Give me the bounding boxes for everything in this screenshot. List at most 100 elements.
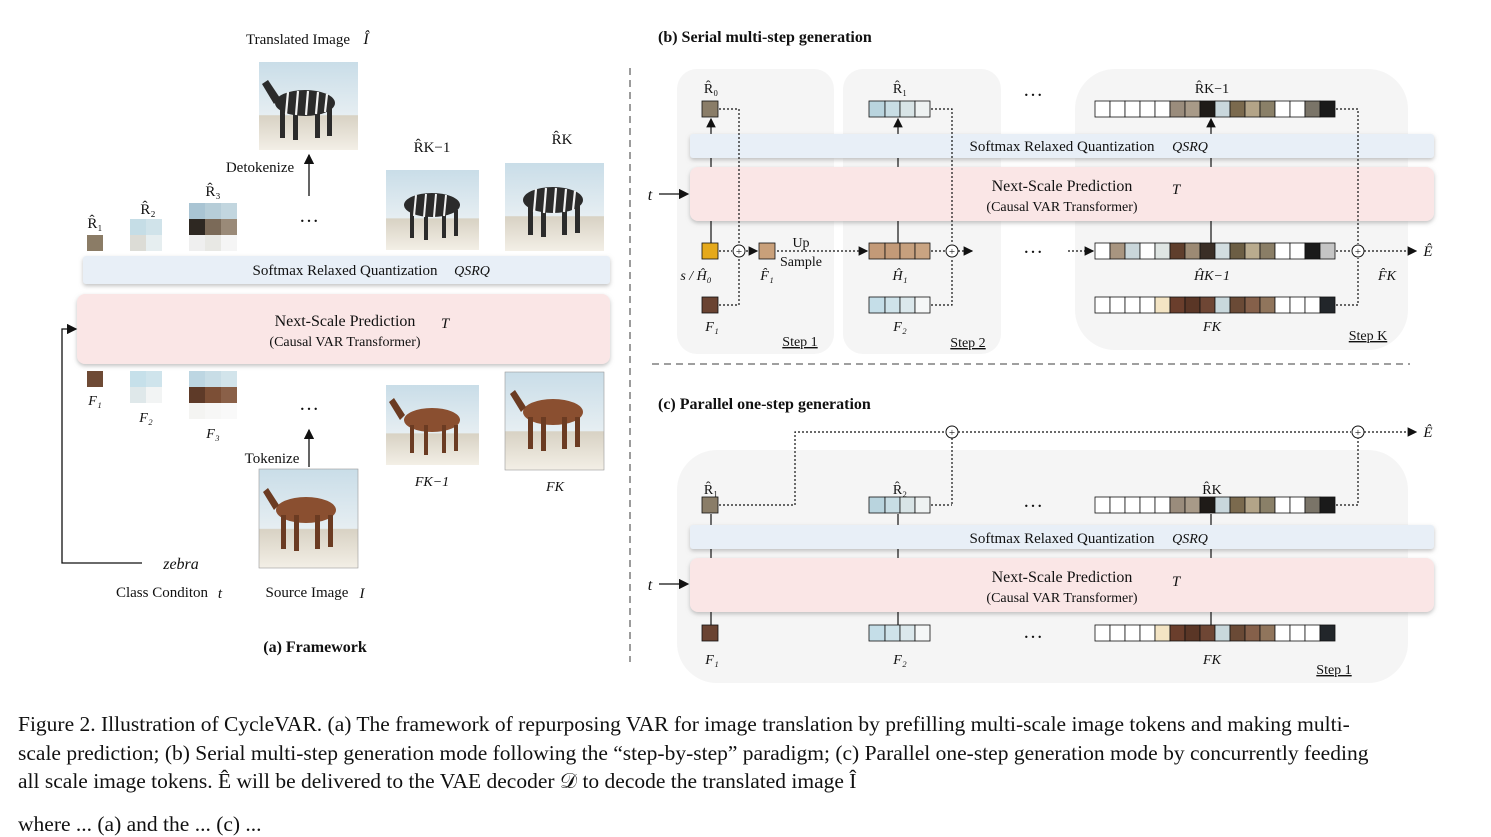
serial-r0-label: R̂₀ bbox=[704, 80, 718, 97]
serial-up-label: Up bbox=[792, 236, 809, 251]
framework-srq-label: Softmax Relaxed Quantization bbox=[253, 263, 438, 279]
r3-label: R̂₃ bbox=[205, 183, 220, 200]
rk-label: R̂K bbox=[552, 131, 573, 148]
serial-f1-label: F₁ bbox=[704, 320, 718, 335]
parallel-nsp-label: Next-Scale Prediction bbox=[992, 569, 1133, 586]
translated-image-label: Translated Image bbox=[246, 32, 350, 48]
rk-image bbox=[505, 163, 604, 251]
framework-ellipsis-bottom: … bbox=[299, 393, 319, 415]
r2-label: R̂₂ bbox=[140, 201, 155, 218]
serial-f1-token bbox=[701, 296, 719, 314]
parallel-t-symbol: t bbox=[648, 577, 653, 594]
class-condition-label: Class Conditon bbox=[116, 585, 209, 601]
serial-rk1-label: R̂K−1 bbox=[1195, 80, 1229, 97]
figure-diagram: Translated Image Î Detokenize R̂₁ R̂₂ R̂… bbox=[61, 29, 1434, 683]
framework-nsp-sub: (Causal VAR Transformer) bbox=[269, 335, 420, 350]
serial-ellipsis-top: … bbox=[1023, 79, 1043, 101]
serial-step-2: Step 2 bbox=[950, 336, 985, 351]
f2-tokens bbox=[130, 371, 162, 403]
source-image-symbol: I bbox=[359, 586, 366, 602]
fk1-label: FK−1 bbox=[414, 475, 449, 490]
serial-e-hat: Ê bbox=[1422, 243, 1432, 260]
parallel-f2-tokens bbox=[868, 624, 931, 642]
source-image bbox=[258, 468, 359, 569]
parallel-nsp-sub: (Causal VAR Transformer) bbox=[986, 591, 1137, 606]
svg-text:+: + bbox=[1355, 427, 1361, 439]
parallel-ellipsis-bottom: … bbox=[1023, 621, 1043, 643]
svg-text:+: + bbox=[1355, 246, 1361, 258]
serial-rk1-tokens bbox=[1094, 100, 1336, 118]
tokenize-label: Tokenize bbox=[245, 451, 300, 467]
fk1-image bbox=[386, 385, 479, 465]
serial-r0-token bbox=[701, 100, 719, 118]
serial-t-symbol: t bbox=[648, 187, 653, 204]
parallel-r1-token bbox=[701, 496, 719, 514]
parallel-fk-label: FK bbox=[1202, 653, 1222, 668]
framework-nsp-box bbox=[77, 294, 610, 364]
serial-fk-tokens bbox=[1094, 296, 1336, 314]
parallel-ellipsis-top: … bbox=[1023, 490, 1043, 512]
f1-label: F₁ bbox=[87, 394, 101, 409]
f3-tokens bbox=[189, 371, 237, 419]
serial-step-1: Step 1 bbox=[782, 335, 817, 350]
framework-nsp-label: Next-Scale Prediction bbox=[275, 313, 416, 330]
class-condition-arrow bbox=[61, 323, 142, 564]
parallel-srq-bar bbox=[690, 525, 1434, 549]
r2-tokens bbox=[130, 219, 162, 251]
serial-h1-label: Ĥ₁ bbox=[892, 267, 908, 284]
serial-nsp-label: Next-Scale Prediction bbox=[992, 178, 1133, 195]
serial-h0-label: s / Ĥ₀ bbox=[680, 267, 711, 284]
framework-srq-symbol: QSRQ bbox=[454, 264, 490, 279]
framework-caption: (a) Framework bbox=[263, 639, 367, 656]
serial-f1hat-label: F̂₁ bbox=[759, 268, 773, 284]
f1-token bbox=[87, 371, 103, 387]
translated-image bbox=[259, 62, 358, 150]
parallel-panel: (c) Parallel one-step generation + + Ê R… bbox=[648, 396, 1434, 683]
serial-f2-tokens bbox=[868, 296, 931, 314]
parallel-rk-tokens bbox=[1094, 496, 1336, 514]
serial-r1-tokens bbox=[868, 100, 931, 118]
detokenize-label: Detokenize bbox=[226, 160, 295, 176]
serial-srq-label: Softmax Relaxed Quantization bbox=[970, 139, 1155, 155]
svg-text:+: + bbox=[736, 246, 742, 258]
serial-nsp-sub: (Causal VAR Transformer) bbox=[986, 200, 1137, 215]
framework-srq-bar bbox=[83, 256, 610, 284]
f2-label: F₂ bbox=[138, 411, 153, 426]
serial-nsp-box bbox=[690, 167, 1434, 221]
serial-fkhat-label: F̂K bbox=[1377, 268, 1397, 284]
framework-ellipsis-top: … bbox=[299, 205, 319, 227]
f3-label: F₃ bbox=[205, 427, 220, 442]
parallel-f2-label: F₂ bbox=[892, 653, 907, 668]
r1-token bbox=[87, 235, 103, 251]
parallel-f1-label: F₁ bbox=[704, 653, 718, 668]
parallel-r2-tokens bbox=[868, 496, 931, 514]
parallel-srq-symbol: QSRQ bbox=[1172, 532, 1208, 547]
serial-srq-bar bbox=[690, 134, 1434, 158]
serial-step-k: Step K bbox=[1349, 329, 1388, 344]
parallel-e-hat: Ê bbox=[1422, 424, 1432, 441]
serial-f2-label: F₂ bbox=[892, 320, 907, 335]
caption-line-2: scale prediction; (b) Serial multi-step … bbox=[18, 740, 1369, 765]
body-text-cutoff: where ... (a) and the ... (c) ... bbox=[18, 812, 262, 836]
serial-panel: (b) Serial multi-step generation R̂₀ R̂₁… bbox=[648, 29, 1434, 354]
class-word: zebra bbox=[162, 556, 199, 573]
parallel-nsp-box bbox=[690, 558, 1434, 612]
framework-nsp-symbol: T bbox=[441, 316, 451, 332]
serial-srq-symbol: QSRQ bbox=[1172, 140, 1208, 155]
r1-label: R̂₁ bbox=[87, 215, 102, 232]
rk1-label: R̂K−1 bbox=[414, 139, 451, 156]
serial-sample-label: Sample bbox=[780, 255, 822, 270]
parallel-fk-tokens bbox=[1094, 624, 1336, 642]
rk1-image bbox=[386, 170, 479, 250]
serial-hk1-label: ĤK−1 bbox=[1193, 267, 1230, 284]
parallel-r1-label: R̂₁ bbox=[704, 481, 718, 498]
serial-nsp-symbol: T bbox=[1172, 182, 1182, 198]
serial-h0-token bbox=[701, 242, 719, 260]
r3-tokens bbox=[189, 203, 237, 251]
framework-panel: Translated Image Î Detokenize R̂₁ R̂₂ R̂… bbox=[61, 29, 610, 656]
parallel-r2-label: R̂₂ bbox=[893, 481, 907, 498]
svg-text:+: + bbox=[949, 427, 955, 439]
parallel-rk-label: R̂K bbox=[1202, 481, 1221, 498]
caption-line-1: Figure 2. Illustration of CycleVAR. (a) … bbox=[18, 712, 1350, 736]
serial-r1-label: R̂₁ bbox=[893, 80, 907, 97]
